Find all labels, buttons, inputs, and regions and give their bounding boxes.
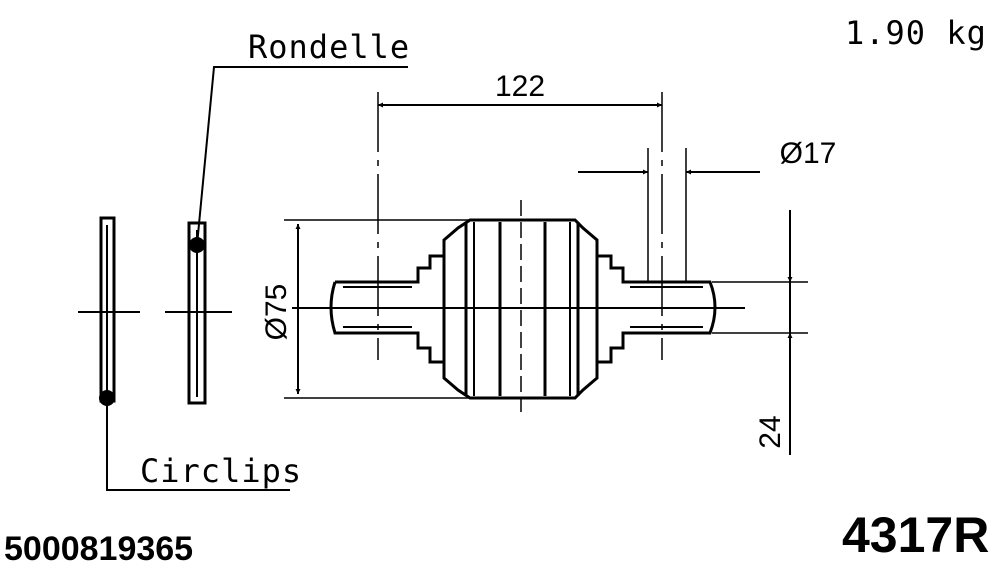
weight-label: 1.90 kg [845,14,987,52]
left-pin [329,254,444,364]
dim-length: 122 [377,70,663,360]
dim-body-diameter: Ø75 [260,219,470,399]
dim-body-diameter-label: Ø75 [260,284,293,341]
part-number: 5000819365 [4,530,193,568]
circlip-part [78,216,290,491]
washer-label: Rondelle [248,28,410,66]
bush-assembly [292,200,745,412]
circlip-label: Circlips [140,452,302,490]
dim-pin-diameter-label: Ø17 [780,137,837,170]
dim-pin-diameter: Ø17 [578,137,836,282]
circlip-leader [106,398,290,491]
dim-pin-height: 24 [712,210,808,455]
dim-length-label: 122 [495,70,545,103]
washer-body [187,221,207,405]
reference-code: 4317R [842,507,989,563]
washer-part [165,66,408,405]
washer-leader [196,66,408,246]
dim-pin-height-label: 24 [754,415,787,448]
right-pin [597,254,717,364]
